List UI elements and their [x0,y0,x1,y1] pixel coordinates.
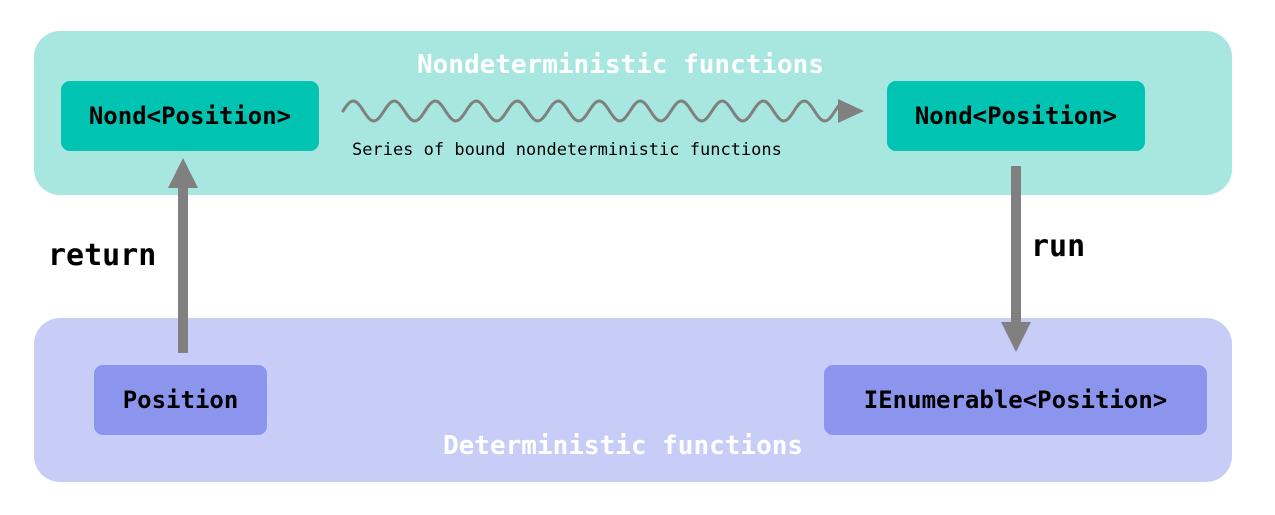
bind-series-caption: Series of bound nondeterministic functio… [352,140,782,160]
ienumerable-position-node: IEnumerable<Position> [824,365,1207,435]
nond-position-end-node: Nond<Position> [887,81,1145,151]
deterministic-region-title: Deterministic functions [443,431,804,461]
position-label: Position [122,386,239,414]
ienumerable-position-label: IEnumerable<Position> [863,386,1168,414]
run-arrow [1001,166,1031,352]
bind-series-wavy-arrow [341,99,864,123]
nond-position-start-node: Nond<Position> [61,81,319,151]
return-label: return [48,238,157,273]
nond-position-start-label: Nond<Position> [88,102,292,130]
run-label: run [1031,229,1086,264]
position-node: Position [94,365,267,435]
return-arrow [168,158,198,353]
nondeterministic-region-title: Nondeterministic functions [417,50,824,80]
nond-position-end-label: Nond<Position> [914,102,1118,130]
